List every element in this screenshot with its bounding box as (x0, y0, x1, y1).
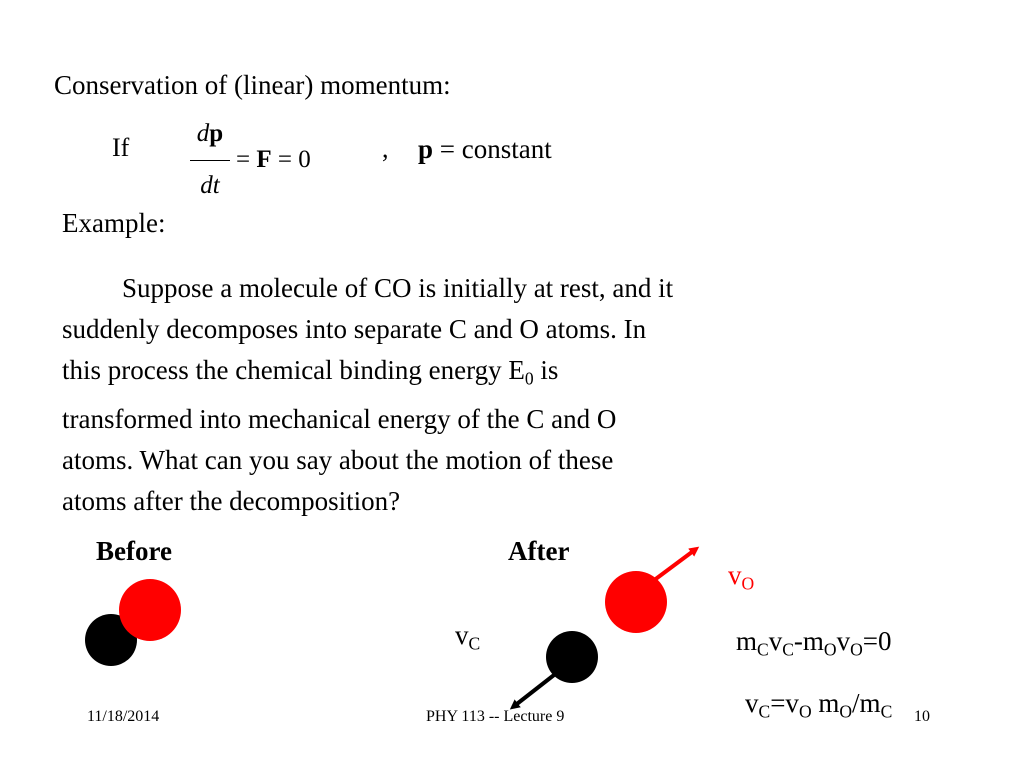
paragraph-line: Suppose a molecule of CO is initially at… (122, 273, 674, 303)
oxygen-velocity-arrow (651, 546, 700, 583)
paragraph-line: atoms after the decomposition? (62, 486, 401, 517)
carbon-atom-after (546, 631, 598, 683)
velocity-symbol: v (728, 560, 742, 590)
eq-sub: C (880, 701, 893, 722)
footer-date: 11/18/2014 (87, 708, 160, 725)
oxygen-atom-before (119, 579, 181, 641)
denominator-dt: dt (200, 172, 220, 199)
eq-part: =v (770, 688, 799, 718)
velocity-symbol: v (455, 620, 469, 650)
velocity-subscript: C (468, 633, 481, 654)
force-symbol: F (256, 146, 272, 173)
oxygen-atom-after (605, 571, 667, 633)
before-label: Before (96, 536, 172, 566)
velocity-subscript: O (741, 573, 755, 594)
fraction-numerator: dp (190, 120, 230, 148)
eq-sub: O (839, 701, 853, 722)
equals-zero: = 0 (271, 146, 311, 173)
carbon-velocity-arrow (509, 673, 556, 710)
momentum-symbol: p (418, 134, 434, 164)
line-text: is (533, 355, 559, 385)
eq-part: v (745, 688, 759, 718)
force-equation: = F = 0 (236, 146, 311, 174)
fraction-denominator: dt (190, 172, 230, 200)
eq-part: -m (793, 626, 824, 656)
paragraph-line: atoms. What can you say about the motion… (62, 445, 614, 476)
eq-sub: O (823, 639, 837, 660)
after-label: After (508, 536, 570, 566)
equals-sign: = (236, 146, 257, 173)
example-label: Example: (62, 208, 166, 238)
fraction-bar (190, 160, 230, 161)
eq-sub: C (782, 639, 794, 660)
eq-sub: O (850, 639, 863, 660)
eq-sub: O (798, 701, 812, 722)
footer-page-number: 10 (914, 708, 930, 725)
equals-constant: = constant (433, 134, 552, 164)
paragraph-line: this process the chemical binding energy… (62, 350, 832, 399)
if-label: If (112, 133, 130, 162)
paragraph-line: transformed into mechanical energy of th… (62, 404, 617, 435)
velocity-ratio-equation: vC=vO mO/mC (745, 688, 892, 722)
eq-part: v (836, 626, 851, 656)
example-paragraph: Suppose a molecule of CO is initially at… (62, 268, 832, 522)
eq-sub: C (758, 701, 771, 722)
slide-heading: Conservation of (linear) momentum: (54, 70, 451, 100)
equation-comma: , (382, 134, 389, 163)
numerator-d: d (196, 120, 210, 147)
momentum-balance-equation: mCvC-mOvO=0 (736, 626, 892, 660)
eq-part: m (736, 626, 758, 656)
subscript: 0 (524, 368, 534, 389)
eq-part: /m (852, 688, 881, 718)
line-text: this process the chemical binding energy… (62, 355, 525, 385)
constant-equation: p = constant (418, 134, 552, 165)
carbon-velocity-label: vC (455, 620, 480, 654)
oxygen-velocity-label: vO (728, 560, 754, 594)
numerator-p: p (209, 120, 224, 147)
eq-sub: C (757, 639, 769, 660)
carbon-atom-before (85, 614, 137, 666)
eq-part: v (768, 626, 783, 656)
paragraph-line: suddenly decomposes into separate C and … (62, 314, 647, 344)
eq-part: =0 (862, 626, 892, 656)
footer-title: PHY 113 -- Lecture 9 (426, 708, 565, 725)
eq-part: m (811, 688, 840, 718)
